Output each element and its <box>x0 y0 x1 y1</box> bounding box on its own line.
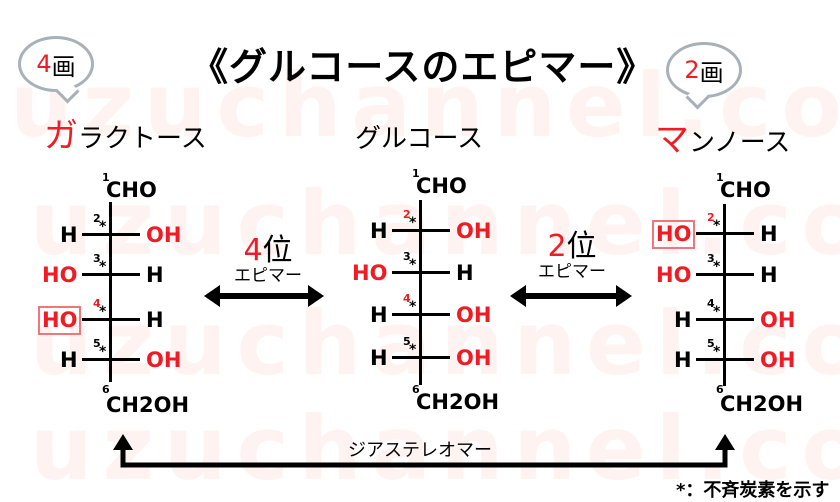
double-arrow-icon <box>204 285 324 307</box>
page-title: 《グルコースのエピマー》 <box>190 45 656 89</box>
highlighted-group: HO <box>37 306 82 335</box>
watermark: uzuchannel.com <box>30 172 840 275</box>
stroke-count: 2 <box>684 56 700 84</box>
epimer-label-2: 2位 エピマー <box>538 229 606 282</box>
stroke-unit: 画 <box>51 52 76 81</box>
galactose-name: ガラクトース <box>44 116 207 156</box>
stroke-unit: 画 <box>699 58 724 87</box>
galactose-fischer-projection: 1 CHO 2 * H OH 3 * HO H 4 * HO H 5 * H O… <box>37 171 190 417</box>
watermark: uzuchannel.com <box>30 397 840 500</box>
double-arrow-icon <box>510 285 632 307</box>
epimer-label-4: 4位 エピマー <box>234 233 302 286</box>
diastereomer-label: ジアステレオマー <box>348 440 492 461</box>
footnote: *：不斉炭素を示す <box>676 480 830 501</box>
mannose-fischer-projection: 1 CHO 2 * HO H 3 * HO H 4 * H OH 5 * H O… <box>651 171 804 416</box>
highlighted-group: HO <box>651 220 696 249</box>
glucose-fischer-projection: 1 CHO 2 * H OH 3 * HO H 4 * H OH 5 * H O… <box>352 167 500 414</box>
glucose-name: グルコース <box>355 124 484 154</box>
mannose-name: マンノース <box>655 120 791 160</box>
stroke-count: 4 <box>36 50 52 78</box>
